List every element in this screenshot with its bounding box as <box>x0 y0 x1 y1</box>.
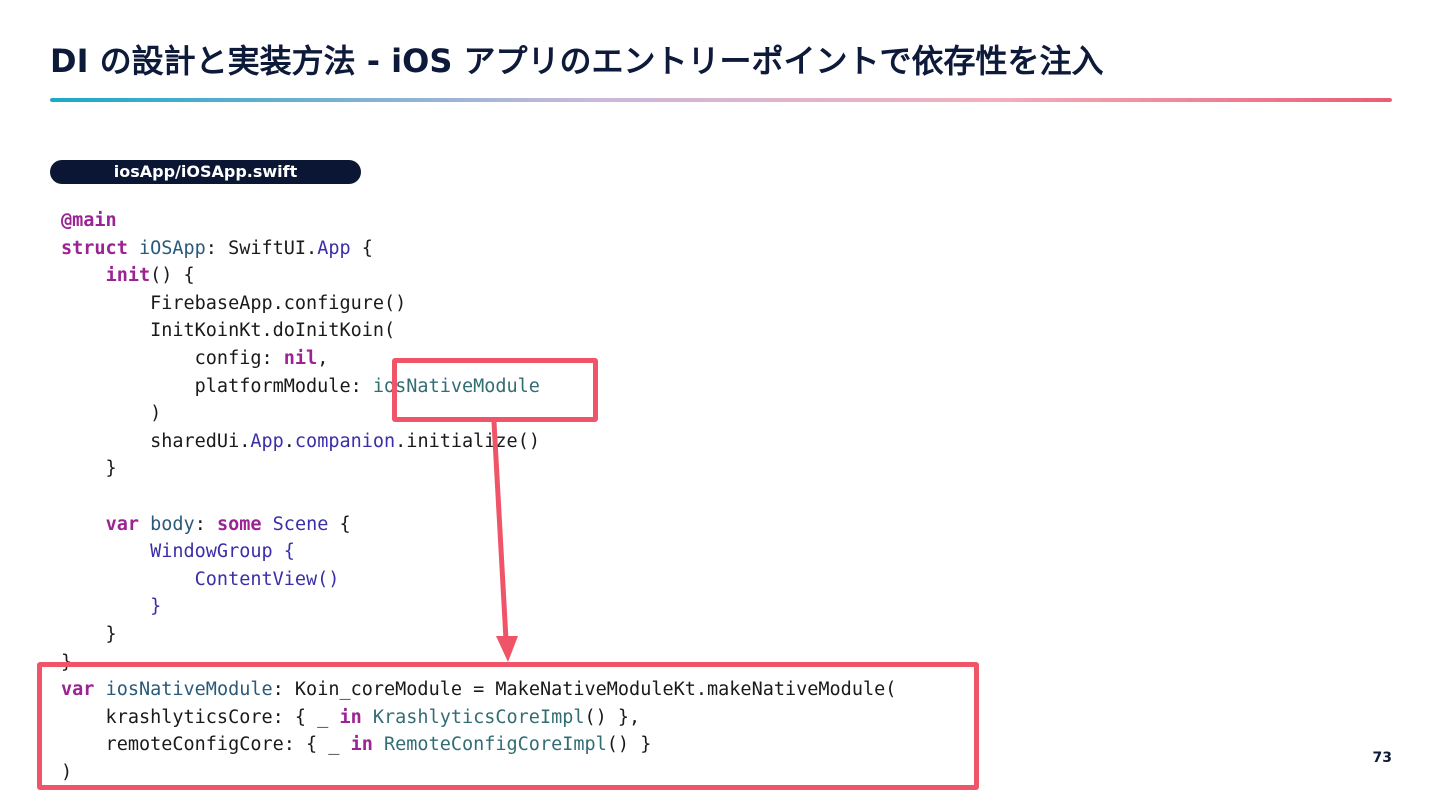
code-line: } <box>61 593 896 621</box>
code-token: ContentView() <box>194 568 340 590</box>
code-token: var <box>105 513 151 535</box>
code-token: InitKoinKt.doInitKoin( <box>61 320 396 342</box>
code-line: @main <box>61 207 896 235</box>
code-token: WindowGroup { <box>150 541 295 563</box>
code-line: } <box>61 455 896 483</box>
code-token: () { <box>150 265 195 287</box>
code-token: @main <box>61 210 117 231</box>
code-line: platformModule: iosNativeModule <box>61 373 896 401</box>
code-token: platformModule: <box>61 375 373 397</box>
code-token: companion <box>294 430 396 452</box>
code-token: : Koin_coreModule = MakeNativeModuleKt.m… <box>272 679 897 701</box>
code-token: body <box>150 513 195 535</box>
code-line: var iosNativeModule: Koin_coreModule = M… <box>61 676 896 704</box>
page-number: 73 <box>1372 750 1392 766</box>
code-token: sharedUi. <box>61 430 251 452</box>
code-token: struct <box>61 237 139 259</box>
highlight-ios-native-module-definition <box>37 662 979 790</box>
code-line: ContentView() <box>61 566 896 594</box>
code-token: { <box>328 513 351 535</box>
code-line: InitKoinKt.doInitKoin( <box>61 317 896 345</box>
code-token: : <box>194 513 217 535</box>
code-token: krashlyticsCore: { _ <box>61 706 340 728</box>
code-token: App <box>250 430 284 452</box>
code-token: iosNativeModule <box>105 679 273 701</box>
code-line: struct iOSApp: SwiftUI.App { <box>61 235 896 263</box>
code-token: remoteConfigCore: { _ <box>61 734 351 756</box>
code-line: WindowGroup { <box>61 538 896 566</box>
code-line: ) <box>61 400 896 428</box>
code-token: : SwiftUI. <box>205 237 318 259</box>
code-token: } <box>150 596 162 618</box>
code-line: krashlyticsCore: { _ in KrashlyticsCoreI… <box>61 704 896 732</box>
code-token: iosNativeModule <box>372 375 540 397</box>
code-token: ) <box>61 403 162 425</box>
code-line: init() { <box>61 262 896 290</box>
code-token: .initialize() <box>395 430 540 452</box>
code-line: remoteConfigCore: { _ in RemoteConfigCor… <box>61 731 896 759</box>
code-token: () }, <box>584 706 641 728</box>
highlight-platform-module-argument <box>392 358 598 422</box>
code-token: config: <box>61 347 284 369</box>
code-line: sharedUi.App.companion.initialize() <box>61 428 896 456</box>
code-line: } <box>61 621 896 649</box>
code-token: { <box>350 237 373 259</box>
code-token: App <box>317 237 351 259</box>
code-token: init <box>105 265 151 287</box>
file-name-badge: iosApp/iOSApp.swift <box>50 160 361 184</box>
code-token: } <box>61 623 117 645</box>
code-token: var <box>61 679 106 701</box>
code-token: ) <box>61 761 73 783</box>
code-token: Scene <box>272 513 329 535</box>
code-token: in <box>339 706 373 728</box>
code-token: () } <box>606 734 652 756</box>
slide-title: DI の設計と実装方法 - iOS アプリのエントリーポイントで依存性を注入 <box>50 42 1104 80</box>
code-token: , <box>317 347 329 369</box>
title-underline <box>50 98 1392 102</box>
code-line: var body: some Scene { <box>61 511 896 539</box>
code-token: . <box>283 430 295 452</box>
code-token: some <box>216 513 273 535</box>
code-line: FirebaseApp.configure() <box>61 290 896 318</box>
code-token: nil <box>283 347 318 369</box>
code-token: } <box>61 458 117 480</box>
code-line: config: nil, <box>61 345 896 373</box>
code-token: FirebaseApp.configure() <box>61 292 407 314</box>
code-token: RemoteConfigCoreImpl <box>384 734 607 756</box>
code-token: iOSApp <box>138 237 206 259</box>
code-line: ) <box>61 759 896 787</box>
code-token: KrashlyticsCoreImpl <box>372 706 585 728</box>
code-token: in <box>350 734 385 756</box>
